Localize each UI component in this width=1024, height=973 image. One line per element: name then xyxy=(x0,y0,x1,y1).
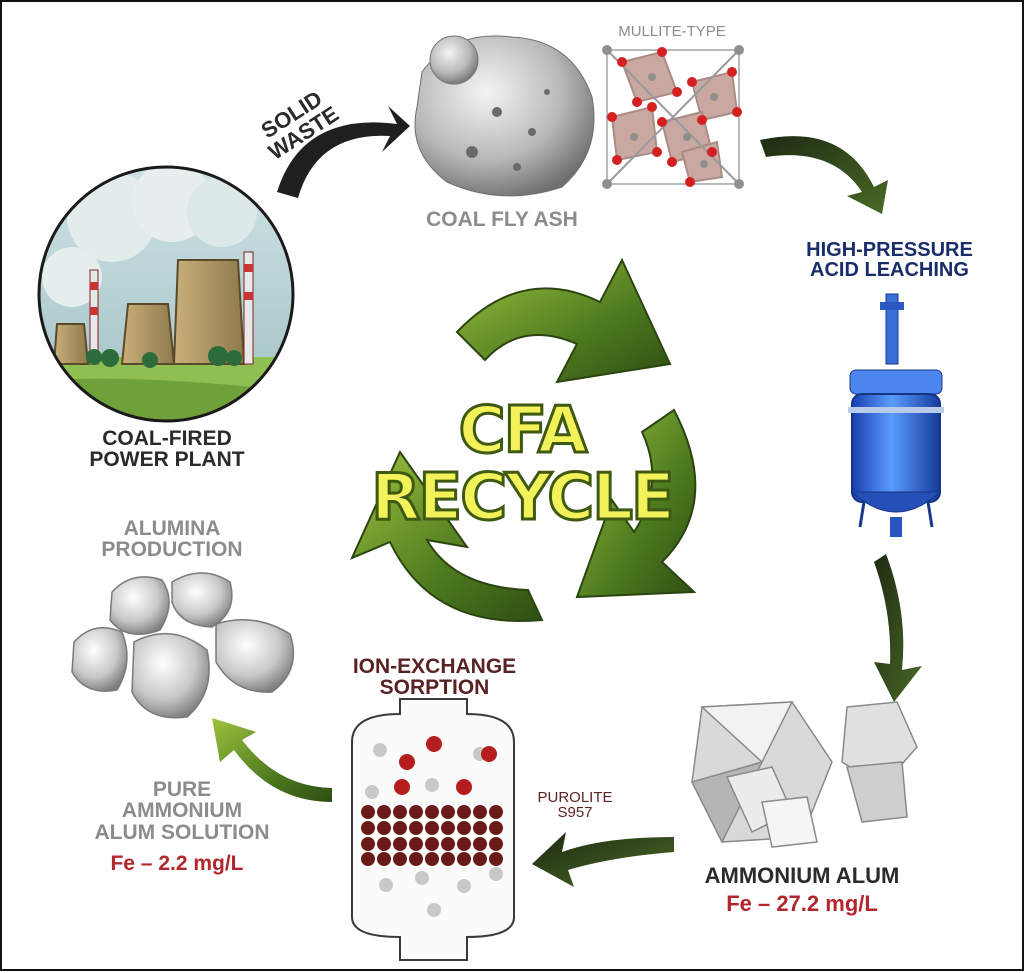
ammonium-alum-crystals xyxy=(690,701,918,848)
alumina-line-2: PRODUCTION xyxy=(101,538,243,562)
alumina-line-1: ALUMINA xyxy=(123,517,221,540)
leaching-line-2: ACID LEACHING xyxy=(810,259,969,282)
arrow-to-ion-exchange xyxy=(532,832,674,887)
pure-line-2: AMMONIUM xyxy=(121,799,243,823)
power-plant-illustration xyxy=(39,167,293,421)
pure-fe-value: Fe – 2.2 mg/L xyxy=(110,852,244,875)
power-plant-frame xyxy=(37,165,295,423)
center-line-2: RECYCLE xyxy=(370,461,676,536)
ion-exchange-line-1: ION-EXCHANGE xyxy=(352,655,517,678)
alum-fe-value: Fe – 27.2 mg/L xyxy=(726,891,878,916)
coal-fly-ash-label: COAL FLY ASH xyxy=(426,208,578,231)
mullite-structure xyxy=(602,45,744,189)
purolite-line-1: PUROLITE xyxy=(537,789,613,806)
arrow-to-alumina xyxy=(212,718,332,802)
recycle-symbol xyxy=(350,257,697,622)
pure-line-1: PURE xyxy=(152,778,212,801)
power-plant-line-2: POWER PLANT xyxy=(89,448,245,472)
mullite-type-label: MULLITE-TYPE xyxy=(618,23,726,40)
coal-fly-ash-particle xyxy=(414,35,595,197)
ammonium-alum-label: AMMONIUM ALUM xyxy=(704,863,900,888)
arrow-to-leaching xyxy=(760,136,888,214)
power-plant-line-1: COAL-FIRED xyxy=(102,427,232,450)
alumina-rocks xyxy=(71,572,295,719)
pure-line-3: ALUM SOLUTION xyxy=(94,820,270,844)
center-line-1: CFA xyxy=(457,394,589,468)
purolite-line-2: S957 xyxy=(557,804,593,822)
reactor-vessel xyxy=(848,293,944,537)
ion-exchange-line-2: SORPTION xyxy=(379,676,490,700)
leaching-line-1: HIGH-PRESSURE xyxy=(806,239,973,261)
arrow-to-alum xyxy=(874,554,922,702)
solid-waste-arrow xyxy=(277,106,410,198)
ion-exchange-column xyxy=(351,698,515,961)
